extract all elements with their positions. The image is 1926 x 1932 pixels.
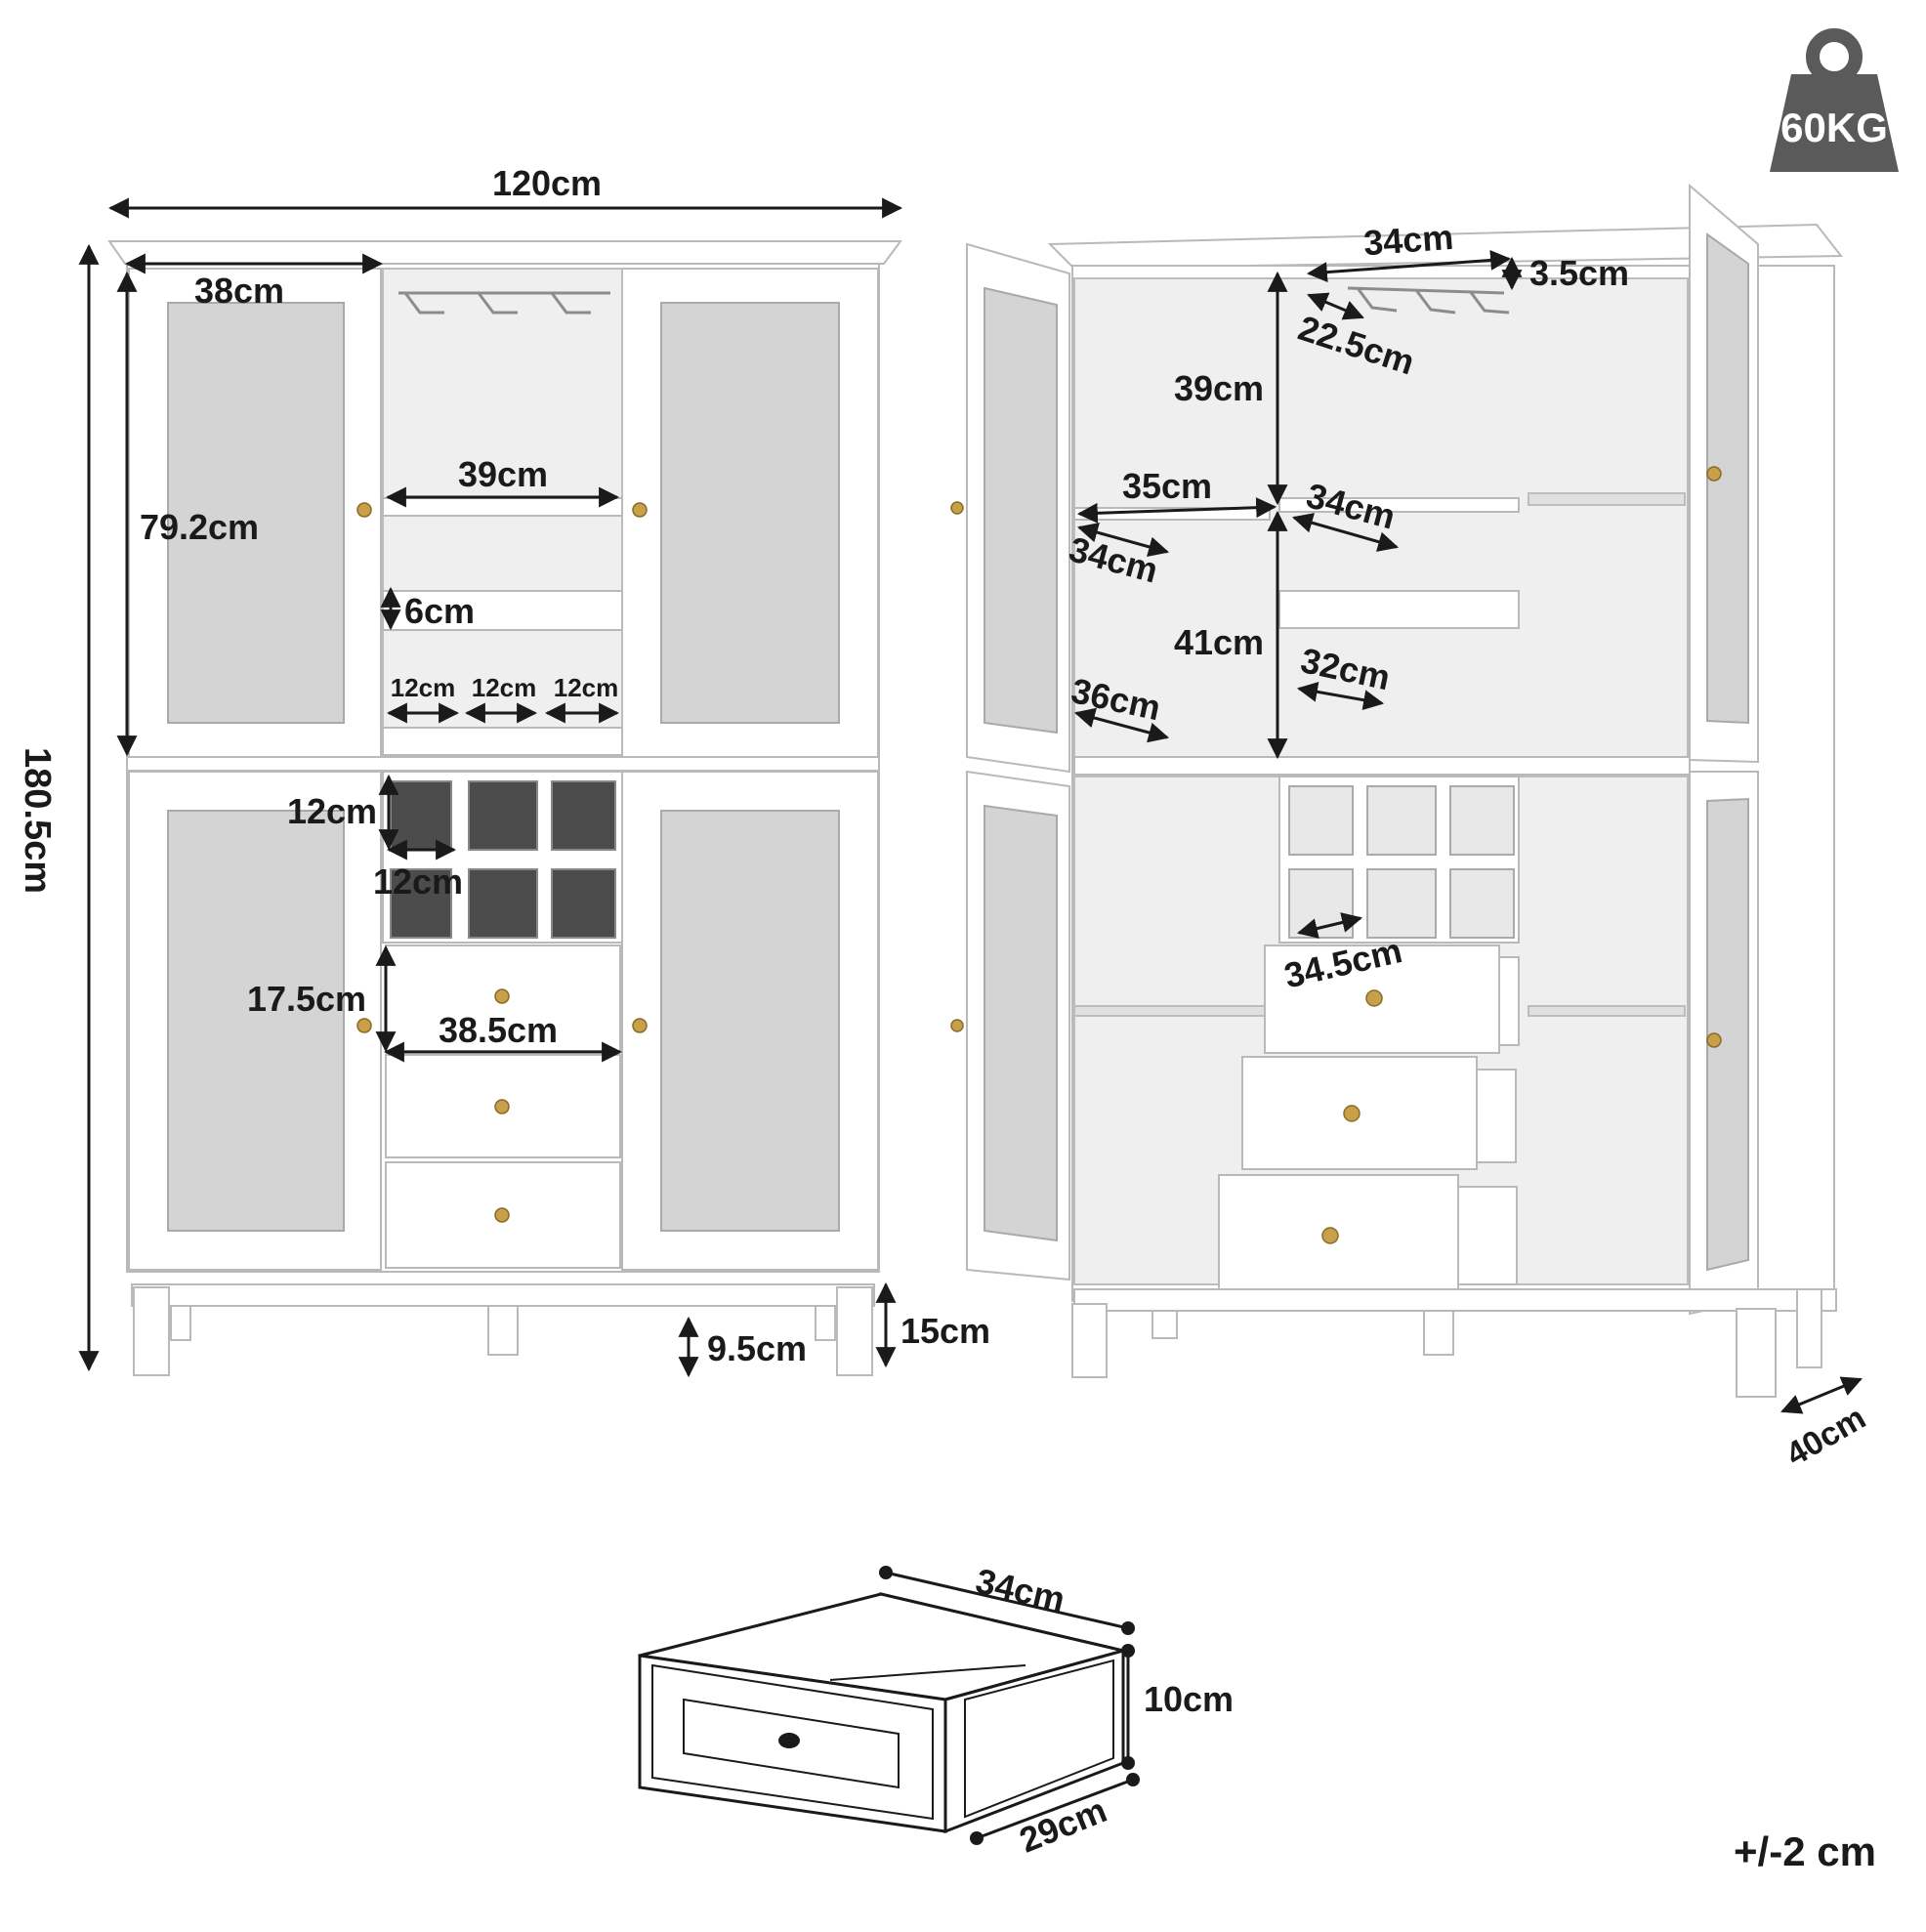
tolerance-note: +/-2 cm bbox=[1734, 1828, 1876, 1874]
front-view-cabinet bbox=[107, 240, 902, 1376]
label-base-height: 15cm bbox=[900, 1311, 990, 1351]
drawer-dimensions bbox=[879, 1566, 1140, 1845]
label-upper-compartment: 39cm bbox=[1174, 368, 1264, 408]
label-lower-compartment: 41cm bbox=[1174, 622, 1264, 662]
label-rack-slot-1: 12cm bbox=[391, 673, 456, 702]
label-rack-depth: 3.5cm bbox=[1529, 253, 1629, 293]
label-drawer-length: 34cm bbox=[972, 1560, 1068, 1619]
label-rack-slot-3: 12cm bbox=[554, 673, 619, 702]
label-depth: 40cm bbox=[1779, 1399, 1871, 1473]
weight-label: 60KG bbox=[1780, 105, 1888, 150]
label-total-height: 180.5cm bbox=[17, 747, 58, 894]
drawer-illustration bbox=[638, 1592, 1125, 1834]
label-upper-height: 79.2cm bbox=[140, 507, 259, 547]
label-top-width: 34cm bbox=[1362, 217, 1455, 263]
label-glass-rack-height: 6cm bbox=[404, 591, 475, 631]
label-total-width: 120cm bbox=[492, 163, 602, 203]
label-foot-height: 9.5cm bbox=[707, 1328, 807, 1368]
label-rack-slot-2: 12cm bbox=[472, 673, 537, 702]
label-drawer-box-height: 10cm bbox=[1144, 1679, 1234, 1719]
label-left-width: 35cm bbox=[1122, 466, 1212, 506]
label-cube-height: 12cm bbox=[287, 791, 377, 831]
label-door-width: 38cm bbox=[194, 271, 284, 311]
side-view-dimensions bbox=[1073, 249, 1863, 1414]
label-shelf-width: 39cm bbox=[458, 454, 548, 494]
label-drawer-height: 17.5cm bbox=[247, 979, 366, 1019]
label-cube-width: 12cm bbox=[373, 861, 463, 902]
label-drawer-width: 38.5cm bbox=[439, 1010, 558, 1050]
front-view-dimensions bbox=[78, 197, 903, 1378]
open-view-cabinet bbox=[950, 183, 1844, 1398]
weight-icon: 60KG bbox=[1770, 28, 1899, 172]
